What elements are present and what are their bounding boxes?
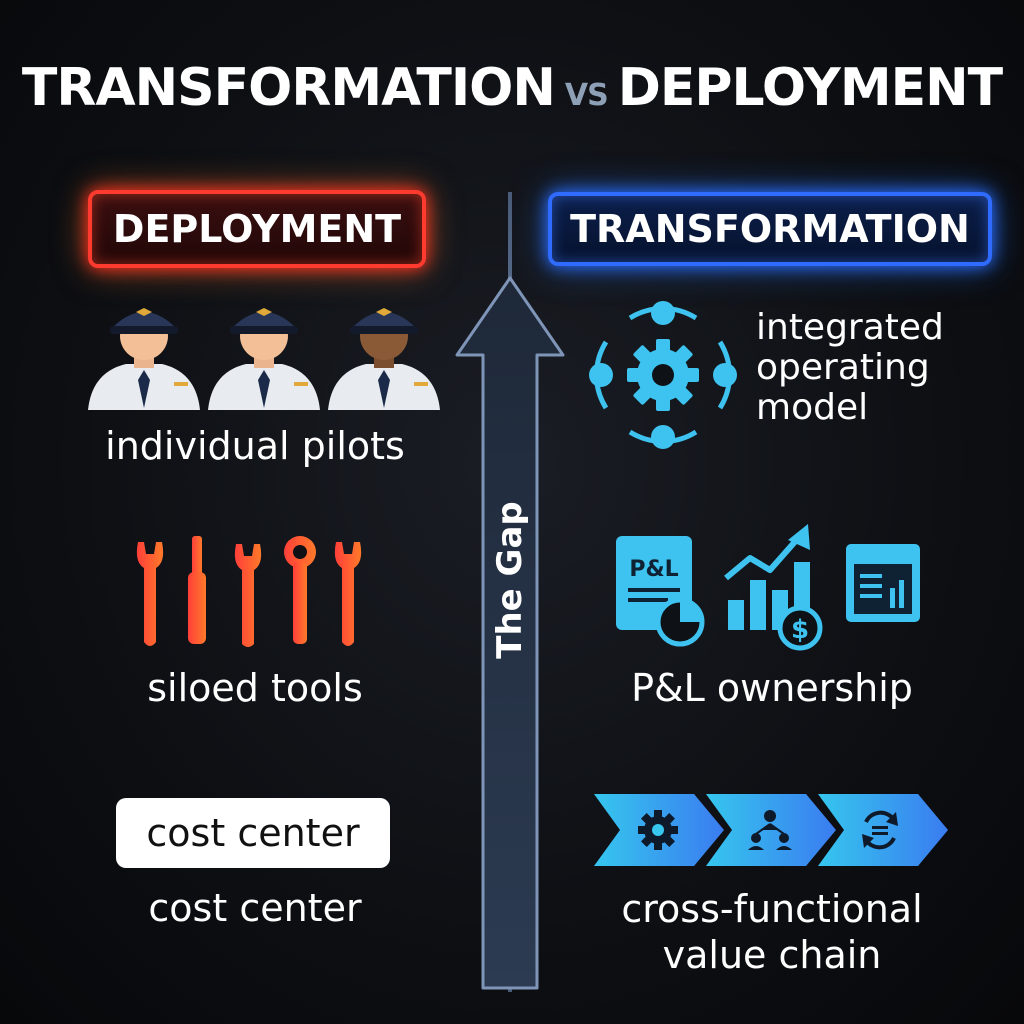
gear-network-icon [589, 301, 737, 449]
title-vs: VS [564, 78, 609, 113]
wrench-icon [136, 536, 362, 647]
cost-center-box: cost center [116, 798, 390, 868]
svg-text:$: $ [791, 615, 809, 645]
pnl-chart-icon: P&L $ [616, 524, 920, 651]
title-left: TRANSFORMATION [21, 58, 556, 118]
pilot-icon [88, 308, 440, 410]
label-individual-pilots: individual pilots [105, 424, 405, 468]
deployment-header-badge: DEPLOYMENT [88, 190, 426, 268]
chevron-chain-icon [594, 794, 948, 866]
label-integrated-operating-model: integrated operating model [756, 307, 944, 428]
label-pnl-ownership: P&L ownership [631, 666, 913, 710]
transformation-header-badge: TRANSFORMATION [548, 192, 992, 266]
label-siloed-tools: siloed tools [147, 666, 363, 710]
label-cost-center: cost center [148, 886, 362, 930]
pnl-doc-text: P&L [629, 557, 678, 582]
label-cross-functional-value-chain: cross-functional value chain [621, 887, 923, 977]
title-right: DEPLOYMENT [617, 58, 1003, 118]
gap-label: The Gap [490, 501, 530, 659]
